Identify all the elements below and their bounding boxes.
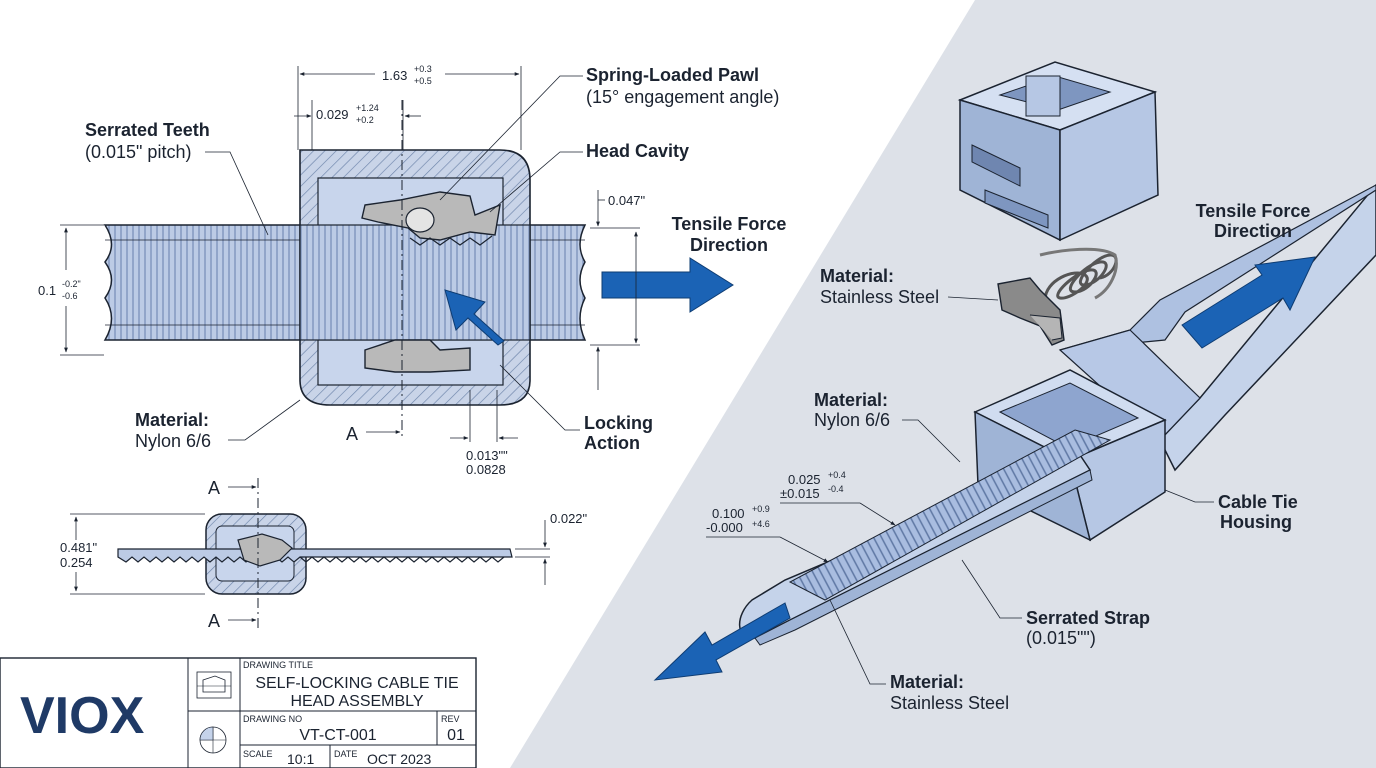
pawl-material-value: Stainless Steel xyxy=(820,287,939,307)
drawing-title-line2: HEAD ASSEMBLY xyxy=(290,693,423,710)
svg-text:0.100: 0.100 xyxy=(712,506,745,521)
dim-height-tol-dn: -0.6 xyxy=(62,291,78,301)
exploded-head-cap xyxy=(957,61,1159,242)
svg-text:-0.4: -0.4 xyxy=(828,484,844,494)
isometric-view: Tensile Force Direction Material: Stainl… xyxy=(653,61,1376,713)
tensile-force-label-line1: Tensile Force xyxy=(672,214,787,234)
scale-value: 10:1 xyxy=(287,751,314,767)
tensile-force-arrow xyxy=(601,257,734,313)
iso-serrated-strap xyxy=(738,429,1112,646)
dim-pawl-tol-dn: +0.2 xyxy=(356,115,374,125)
date-value: OCT 2023 xyxy=(367,751,432,767)
angle-symbol-icon xyxy=(199,726,227,754)
iso-dim-b: 0.100 +0.9 -0.000 +4.6 xyxy=(706,504,829,563)
dim-height: 0.1 -0.2" -0.6 xyxy=(38,224,104,356)
side-marker-top: A xyxy=(208,478,220,498)
insert-material-label: Material: xyxy=(890,672,964,692)
drawing-no-label: DRAWING NO xyxy=(243,714,302,724)
dim-pawl-tol-up: +1.24 xyxy=(356,103,379,113)
dim-overall: 1.63 +0.3 +0.5 xyxy=(297,64,522,150)
material-label: Material: xyxy=(135,410,209,430)
dim-pawl-offset: 0.029 +1.24 +0.2 xyxy=(294,100,421,150)
dim-height-tol-up: -0.2" xyxy=(62,279,81,289)
dim-overall-tol-dn: +0.5 xyxy=(414,76,432,86)
svg-text:+4.6: +4.6 xyxy=(752,519,770,529)
title-block: VIOX DRAWING TITLE SELF-LOCKING CABLE TI… xyxy=(0,657,477,768)
iso-strap-tail xyxy=(1058,183,1376,472)
svg-text:+0.9: +0.9 xyxy=(752,504,770,514)
spring-and-pawl xyxy=(997,247,1118,346)
housing-label-line1: Cable Tie xyxy=(1218,492,1298,512)
svg-text:±0.015: ±0.015 xyxy=(780,486,820,501)
locking-action-label-line1: Locking xyxy=(584,413,653,433)
spring-pawl-label: Spring-Loaded Pawl xyxy=(586,65,759,85)
projection-symbol-icon xyxy=(196,671,232,699)
iso-tensile-force-arrow xyxy=(1181,256,1316,349)
serrated-teeth-label: Serrated Teeth xyxy=(85,120,210,140)
side-dim-strap: 0.022" xyxy=(550,511,588,526)
section-marker-a: A xyxy=(346,424,401,444)
locking-action-arrow xyxy=(444,289,505,346)
spring-pawl-note: (15° engagement angle) xyxy=(586,87,779,107)
drawing-title-label: DRAWING TITLE xyxy=(243,660,313,670)
serrated-teeth-note: (0.015" pitch) xyxy=(85,142,191,162)
insert-material-value: Stainless Steel xyxy=(890,693,1009,713)
strap-material-label: Material: xyxy=(814,390,888,410)
iso-dim-a: 0.025 +0.4 ±0.015 -0.4 xyxy=(780,470,896,526)
serrated-strap-label: Serrated Strap xyxy=(1026,608,1150,628)
svg-text:A: A xyxy=(346,424,358,444)
tensile-force-label-line2: Direction xyxy=(690,235,768,255)
scale-label: SCALE xyxy=(243,749,273,759)
section-view: 1.63 +0.3 +0.5 0.029 +1.24 +0.2 0.047" xyxy=(38,64,786,477)
rev-value: 01 xyxy=(447,727,465,744)
background-panel-right xyxy=(510,0,1376,768)
iso-tensile-label-line1: Tensile Force xyxy=(1196,201,1311,221)
drawing-title-line1: SELF-LOCKING CABLE TIE xyxy=(255,675,458,692)
side-marker-bottom: A xyxy=(208,611,220,631)
head-cavity-label: Head Cavity xyxy=(586,141,689,161)
strap-material-value: Nylon 6/6 xyxy=(814,410,890,430)
dim-gap-value-1: 0.013"" xyxy=(466,448,508,463)
housing-label-line2: Housing xyxy=(1220,512,1292,532)
drawing-no-value: VT-CT-001 xyxy=(299,727,376,744)
side-dim-height-2: 0.254 xyxy=(60,555,93,570)
dim-thickness-value: 0.047" xyxy=(608,193,646,208)
iso-pull-arrow xyxy=(653,602,791,681)
date-label: DATE xyxy=(334,749,357,759)
viox-logo: VIOX xyxy=(20,687,145,745)
pawl-material-label: Material: xyxy=(820,266,894,286)
dim-gap: 0.013"" 0.0828 xyxy=(450,390,518,477)
material-value: Nylon 6/6 xyxy=(135,431,211,451)
svg-text:-0.000: -0.000 xyxy=(706,520,743,535)
rev-label: REV xyxy=(441,714,460,724)
side-view: A A 0.481" 0.254 0.022" xyxy=(60,478,588,631)
dim-overall-value: 1.63 xyxy=(382,68,407,83)
serrated-strap-note: (0.015"") xyxy=(1026,628,1096,648)
locking-action-label-line2: Action xyxy=(584,433,640,453)
svg-text:0.025: 0.025 xyxy=(788,472,821,487)
dim-height-value: 0.1 xyxy=(38,283,56,298)
svg-text:+0.4: +0.4 xyxy=(828,470,846,480)
dim-thickness: 0.047" xyxy=(590,190,646,390)
iso-tensile-label-line2: Direction xyxy=(1214,221,1292,241)
dim-pawl-offset-value: 0.029 xyxy=(316,107,349,122)
dim-gap-value-2: 0.0828 xyxy=(466,462,506,477)
spring-loaded-pawl-section xyxy=(361,191,501,373)
dim-overall-tol-up: +0.3 xyxy=(414,64,432,74)
side-dim-height-1: 0.481" xyxy=(60,540,98,555)
